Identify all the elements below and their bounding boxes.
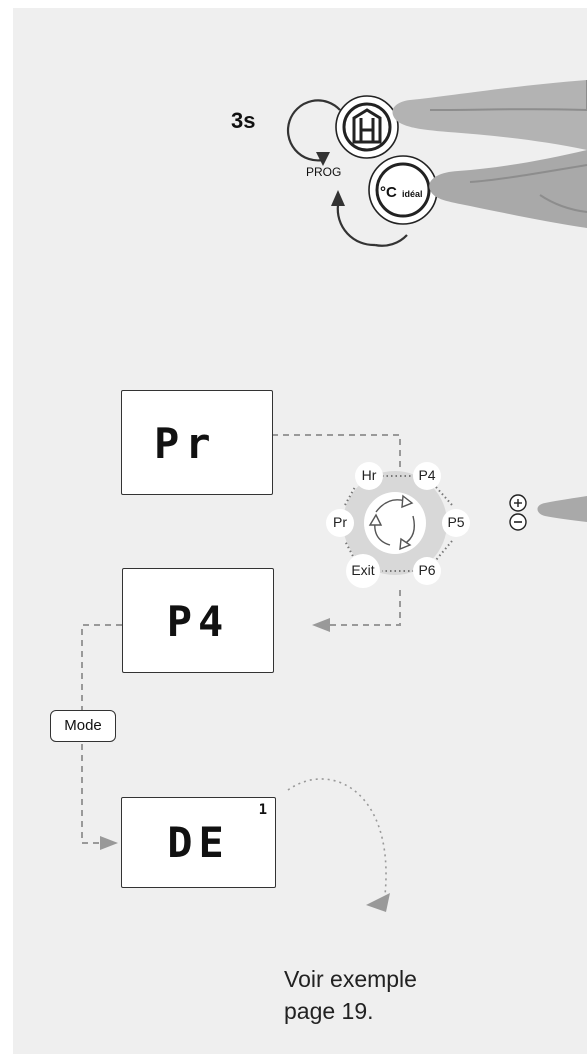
arrowhead-to-note bbox=[366, 893, 390, 912]
connector-de-to-note bbox=[288, 779, 386, 895]
plus-button[interactable] bbox=[510, 495, 526, 511]
pointing-finger bbox=[537, 496, 587, 522]
display-p4-text: P4 bbox=[123, 597, 273, 646]
arrowhead-to-p4 bbox=[312, 618, 330, 632]
display-pr-text: Pr bbox=[122, 419, 272, 468]
connector-wheel-to-p4 bbox=[330, 590, 400, 625]
display-de-indicator: 1 bbox=[259, 802, 267, 818]
footer-note-line2: page 19. bbox=[284, 995, 417, 1027]
mode-button[interactable]: Mode bbox=[50, 710, 116, 742]
wheel-label-p4: P4 bbox=[416, 467, 438, 483]
wheel-label-p5: P5 bbox=[445, 514, 467, 530]
wheel-label-p6: P6 bbox=[416, 562, 438, 578]
footer-note-line1: Voir exemple bbox=[284, 963, 417, 995]
arrowhead-to-de bbox=[100, 836, 118, 850]
display-de: DE 1 bbox=[121, 797, 276, 888]
wheel-label-exit: Exit bbox=[344, 562, 382, 578]
mode-button-label: Mode bbox=[64, 717, 102, 734]
connector-pr-to-wheel bbox=[272, 435, 400, 470]
display-p4: P4 bbox=[122, 568, 274, 673]
display-de-text: DE bbox=[122, 818, 275, 867]
connector-p4-to-mode bbox=[82, 625, 122, 710]
display-pr: Pr bbox=[121, 390, 273, 495]
footer-note: Voir exemple page 19. bbox=[284, 963, 417, 1027]
connector-mode-to-de bbox=[82, 744, 100, 843]
wheel-label-hr: Hr bbox=[358, 467, 380, 483]
wheel-label-pr: Pr bbox=[329, 514, 351, 530]
minus-button[interactable] bbox=[510, 514, 526, 530]
